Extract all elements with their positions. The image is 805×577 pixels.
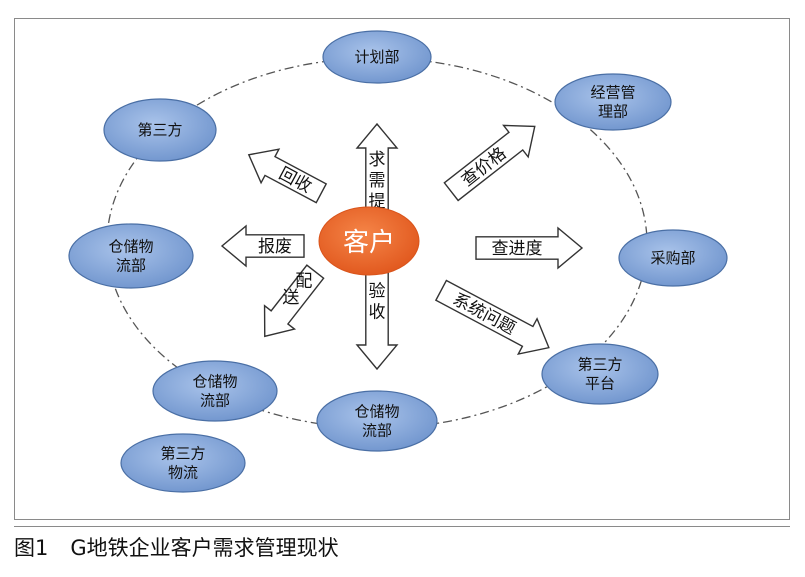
node-ellipse <box>541 343 659 405</box>
arrow-left: 报废 <box>220 224 305 268</box>
arrow-shape <box>355 268 399 371</box>
node-label: 理部 <box>598 103 628 121</box>
caption-title: G地铁企业客户需求管理现状 <box>70 536 339 560</box>
caption-divider <box>14 526 790 527</box>
arrow-upper-left: 回收 <box>247 148 328 204</box>
arrow-shape <box>220 224 305 268</box>
arrow-label: 报废 <box>258 237 292 257</box>
node-ellipse <box>554 73 672 131</box>
caption-number: 图1 <box>14 536 49 560</box>
arrow-label-char: 收 <box>369 303 386 323</box>
arrow-shape <box>247 148 328 204</box>
arrow-label-char: 求 <box>369 150 386 170</box>
node-label: 第三方 <box>577 356 622 374</box>
node-label: 计划部 <box>354 48 399 66</box>
node-ellipse <box>152 360 278 422</box>
node-label: 仓储物 <box>108 238 153 256</box>
node-label: 仓储物 <box>192 373 237 391</box>
node-label: 流部 <box>362 422 392 440</box>
arrow-down: 验收 <box>355 268 399 371</box>
arrow-label-char: 验 <box>369 282 386 302</box>
arrow-label-char: 配 <box>295 271 312 291</box>
node-ellipse <box>618 229 728 287</box>
arrow-label-char: 送 <box>282 288 299 308</box>
arrow-right: 查进度 <box>475 226 584 270</box>
demand-management-diagram: 提需求查价格查进度系统问题验收配送报废回收 客户 计划部经营管理部采购部第三方平… <box>68 30 728 493</box>
node-label: 采购部 <box>650 249 695 267</box>
customer-node <box>318 206 420 276</box>
arrow-lower-left: 配送 <box>263 264 325 338</box>
node-label: 流部 <box>200 392 230 410</box>
node-ellipse <box>120 433 246 493</box>
node-ellipse <box>103 98 217 162</box>
node-label: 流部 <box>116 257 146 275</box>
figure-caption: 图1 G地铁企业客户需求管理现状 <box>14 533 339 563</box>
node-third-left: 第三方 <box>103 98 217 162</box>
node-purchase: 采购部 <box>618 229 728 287</box>
node-ellipse <box>322 30 432 84</box>
node-label: 经营管 <box>590 84 635 102</box>
arrow-shape <box>475 226 584 270</box>
node-label: 第三方 <box>137 121 182 139</box>
figure-frame: 提需求查价格查进度系统问题验收配送报废回收 客户 计划部经营管理部采购部第三方平… <box>14 18 790 520</box>
arrow-shape <box>434 279 550 356</box>
node-label: 仓储物 <box>354 403 399 421</box>
arrow-upper-right: 查价格 <box>443 124 536 202</box>
customer-label: 客户 <box>343 228 395 258</box>
node-ellipse <box>68 223 194 289</box>
arrow-label-char: 需 <box>369 171 386 191</box>
node-label: 平台 <box>585 375 615 393</box>
arrow-shape <box>443 124 536 202</box>
arrow-label: 查进度 <box>492 239 543 259</box>
arrow-up: 提需求 <box>355 122 399 225</box>
node-label: 第三方 <box>160 445 205 463</box>
arrow-lower-right: 系统问题 <box>434 279 550 356</box>
node-label: 物流 <box>168 464 198 482</box>
node-plan: 计划部 <box>322 30 432 84</box>
node-ellipse <box>316 390 438 452</box>
arrow-shape <box>263 264 325 338</box>
